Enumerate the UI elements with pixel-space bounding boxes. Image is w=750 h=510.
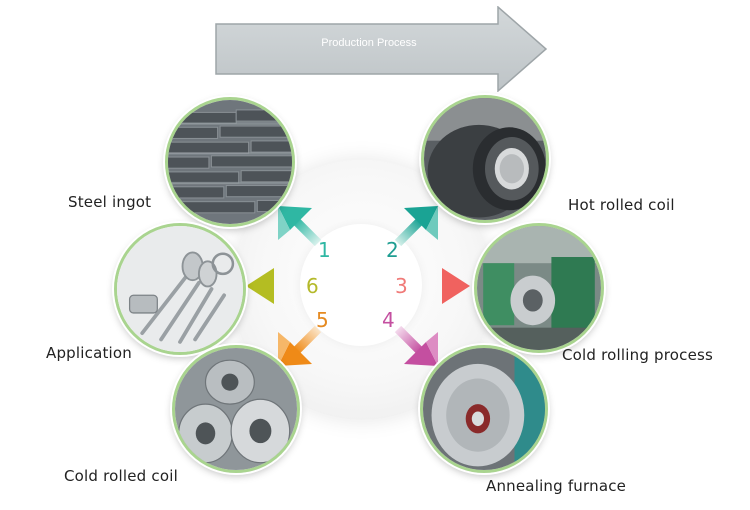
production-process-banner: Production Process xyxy=(214,6,548,92)
step-3-arrow-icon xyxy=(412,268,470,304)
step-number-3: 3 xyxy=(395,274,408,298)
step-number-6: 6 xyxy=(306,274,319,298)
label-cold-rolling-process: Cold rolling process xyxy=(562,346,714,364)
step-number-4: 4 xyxy=(382,308,395,332)
label-cold-rolled-coil: Cold rolled coil xyxy=(64,467,178,485)
step-number-1: 1 xyxy=(318,238,331,262)
cold-rolled-coil-image xyxy=(172,345,300,473)
step-4-arrow-icon xyxy=(394,325,438,366)
hot-rolled-coil-image xyxy=(421,95,549,223)
step-6-arrow-icon xyxy=(246,268,304,304)
label-hot-rolled-coil: Hot rolled coil xyxy=(568,196,675,214)
label-annealing-furnace: Annealing furnace xyxy=(486,477,627,495)
label-application: Application xyxy=(46,344,133,362)
label-steel-ingot: Steel ingot xyxy=(68,193,152,211)
cold-rolling-process-image xyxy=(474,223,604,353)
step-number-2: 2 xyxy=(386,238,399,262)
step-number-5: 5 xyxy=(316,308,329,332)
step-1-arrow-icon xyxy=(278,206,322,247)
right-arrow-icon xyxy=(215,6,548,92)
step-2-arrow-icon xyxy=(394,206,438,247)
steel-ingot-image xyxy=(165,97,295,227)
application-image xyxy=(114,223,246,355)
banner-label: Production Process xyxy=(321,37,417,49)
step-5-arrow-icon xyxy=(278,325,322,366)
annealing-furnace-image xyxy=(420,345,548,473)
